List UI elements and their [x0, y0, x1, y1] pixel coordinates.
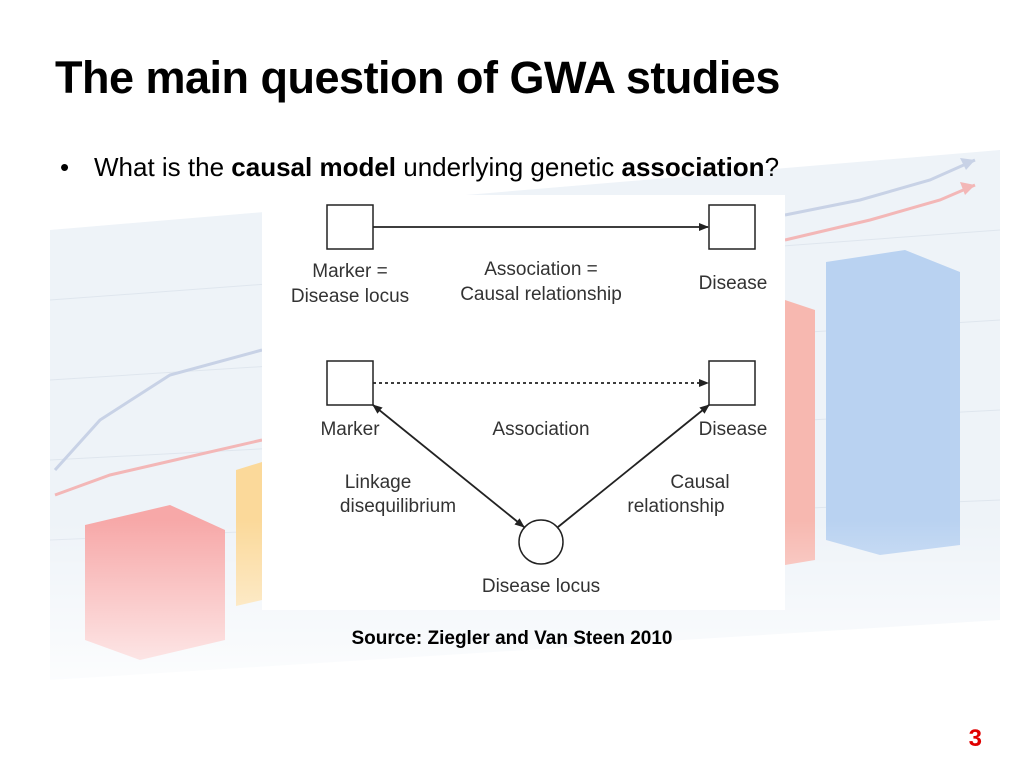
causal-label-line1: Causal: [670, 472, 729, 493]
causal-model-figure: Marker = Disease locus Association = Cau…: [262, 195, 785, 610]
disease-locus-label: Disease locus: [482, 576, 600, 597]
bullet-question: • What is the causal model underlying gen…: [60, 152, 779, 183]
top-association-label-line1: Association =: [484, 259, 598, 280]
bullet-term-association: association: [621, 152, 765, 182]
slide-title: The main question of GWA studies: [55, 52, 780, 103]
bullet-term-causal-model: causal model: [231, 152, 397, 182]
top-association-label-line2: Causal relationship: [460, 284, 622, 305]
disease-locus-node: [518, 519, 564, 565]
linkage-disequilibrium-arrow: [372, 404, 525, 528]
bullet-marker: •: [60, 152, 70, 182]
bottom-marker-box: [326, 360, 374, 406]
top-disease-box: [708, 204, 756, 250]
top-marker-label-line2: Disease locus: [291, 286, 409, 307]
causal-relationship-arrow: [557, 404, 710, 528]
bottom-association-label: Association: [492, 419, 589, 440]
top-marker-label-line1: Marker =: [312, 261, 388, 282]
bullet-text-prefix: What is the: [94, 152, 232, 182]
ld-label-line2: disequilibrium: [340, 496, 456, 517]
slide-page-number: 3: [968, 725, 982, 752]
figure-source-caption: Source: Ziegler and Van Steen 2010: [351, 628, 673, 649]
bottom-marker-label: Marker: [320, 419, 380, 440]
causal-model-diagram: Marker = Disease locus Association = Cau…: [291, 204, 768, 597]
bullet-text-middle: underlying genetic: [396, 152, 622, 182]
top-marker-box: [326, 204, 374, 250]
causal-label-line2: relationship: [627, 496, 724, 517]
bottom-disease-label: Disease: [699, 419, 768, 440]
top-disease-label: Disease: [699, 273, 768, 294]
bottom-disease-box: [708, 360, 756, 406]
ld-label-line1: Linkage: [345, 472, 412, 493]
bullet-text-suffix: ?: [764, 152, 780, 182]
